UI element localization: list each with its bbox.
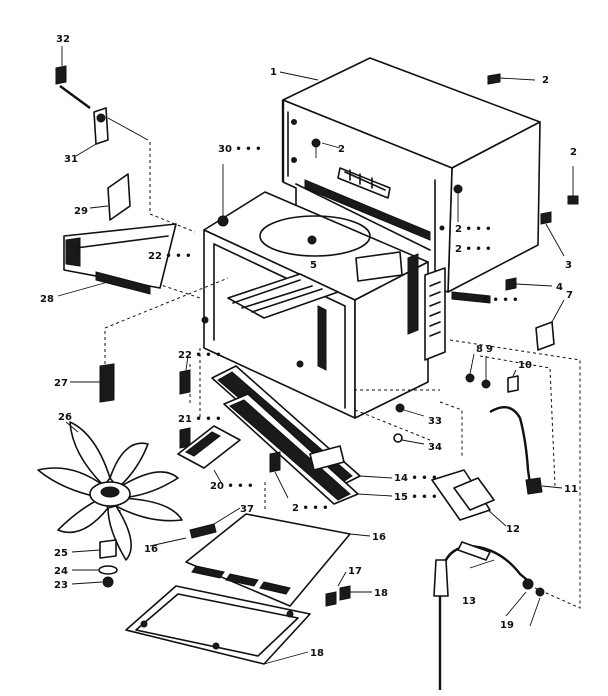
callout-16: 16 [372, 532, 386, 543]
callout-2: 2 • • • [455, 244, 492, 255]
callout-2: 2 • • • [292, 503, 329, 514]
callout-28: 28 [40, 294, 54, 305]
callout-2: 2 [542, 75, 549, 86]
callout-3: 3 [565, 260, 572, 271]
callout-37: 37 [240, 504, 254, 515]
callout-34: 34 [428, 442, 442, 453]
left-components [55, 46, 177, 403]
callout-30: 30 • • • [218, 144, 262, 155]
callout-labels: 1 2 2 2 2 • • • 2 • • • 2 • • • 3 4 5 6 … [40, 34, 578, 659]
bracket-12 [431, 469, 507, 527]
callout-9: 9 [486, 344, 493, 355]
fan-hardware [71, 539, 118, 588]
callout-1: 1 [270, 67, 277, 78]
bottom-panels [125, 507, 372, 665]
callout-17: 17 [348, 566, 362, 577]
callout-32: 32 [56, 34, 70, 45]
callout-19: 19 [500, 620, 514, 631]
cooling-fan [37, 421, 183, 561]
callout-13: 13 [462, 596, 476, 607]
callout-10: 10 [518, 360, 532, 371]
probe-cord [433, 541, 545, 690]
callout-22: 22 • • • [148, 251, 192, 262]
callout-8: 8 [476, 344, 483, 355]
side-components [393, 299, 565, 495]
callout-14: 14 • • • [394, 473, 438, 484]
callout-23: 23 [54, 580, 68, 591]
callout-12: 12 [506, 524, 520, 535]
callout-27: 27 [54, 378, 68, 389]
callout-2: 2 [338, 144, 345, 155]
callout-26: 26 [58, 412, 72, 423]
callout-2: 2 • • • [455, 224, 492, 235]
callout-22: 22 • • • [178, 350, 222, 361]
callout-24: 24 [54, 566, 68, 577]
callout-7: 7 [566, 290, 573, 301]
callout-2: 2 [570, 147, 577, 158]
heater-assembly [211, 365, 393, 505]
callout-18: 18 [374, 588, 388, 599]
oven-cavity [201, 164, 491, 419]
callout-5: 5 [310, 260, 317, 271]
outer-cabinet [281, 57, 541, 293]
lower-left-parts [177, 355, 241, 485]
callout-31: 31 [64, 154, 78, 165]
callout-15: 15 • • • [394, 492, 438, 503]
callout-4: 4 [556, 282, 563, 293]
callout-29: 29 [74, 206, 88, 217]
callout-33: 33 [428, 416, 442, 427]
callout-18: 18 [310, 648, 324, 659]
callout-6: 6 • • • [482, 295, 519, 306]
callout-21: 21 • • • [178, 414, 222, 425]
callout-25: 25 [54, 548, 68, 559]
callout-20: 20 • • • [210, 481, 254, 492]
callout-16: 16 [144, 544, 158, 555]
callout-11: 11 [564, 484, 578, 495]
cabinet-screws [311, 73, 579, 291]
